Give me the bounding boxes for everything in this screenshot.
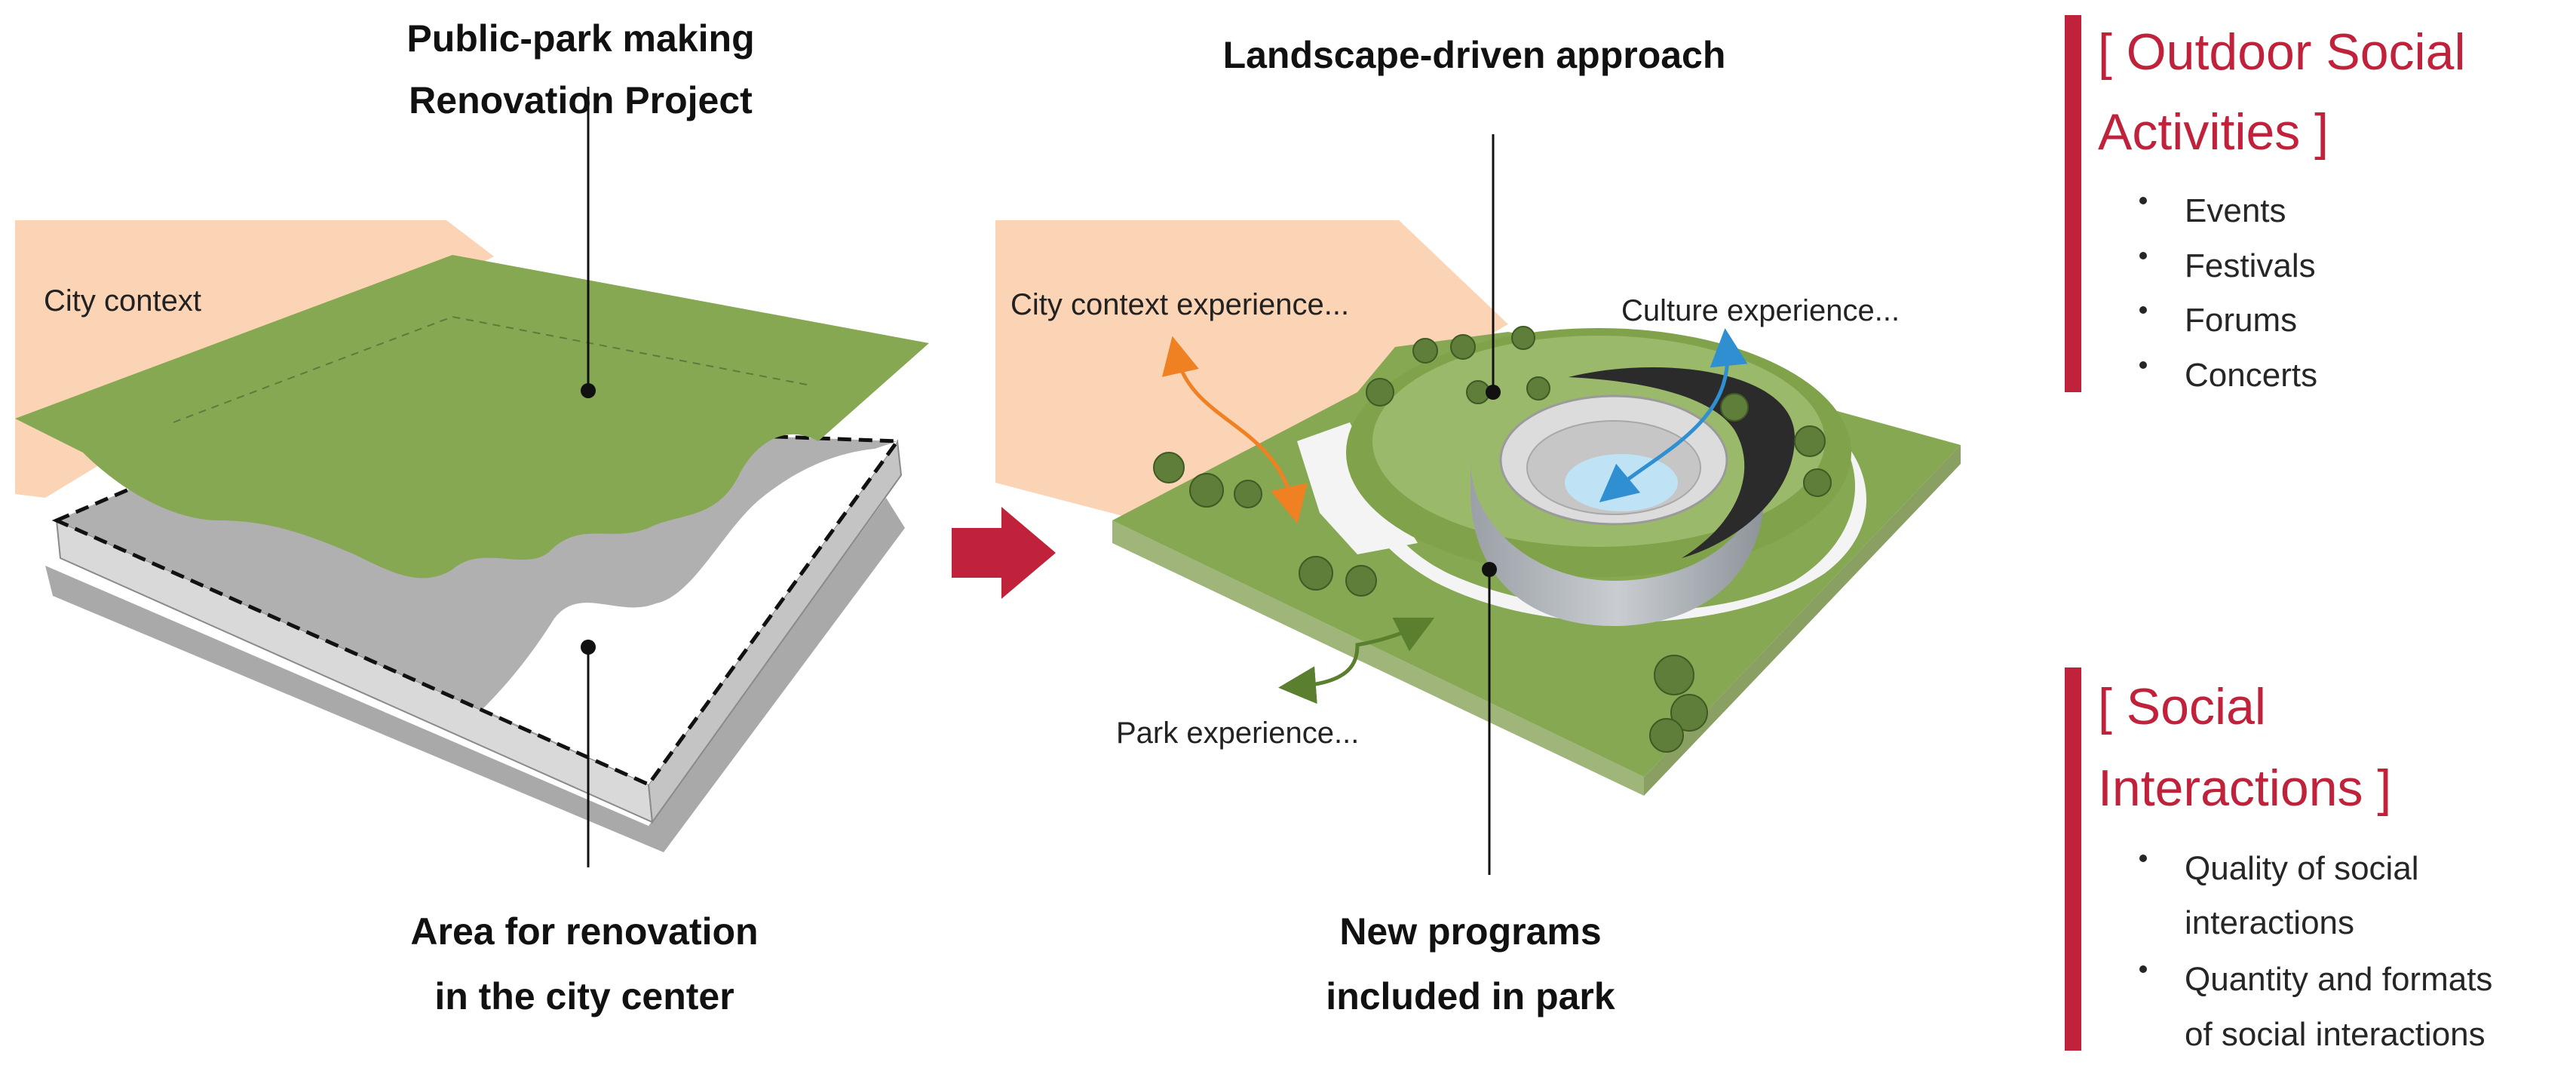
culture-experience-label: Culture experience... bbox=[1621, 294, 1900, 327]
bullet-text-line2: of social interactions bbox=[2185, 1016, 2486, 1053]
bullet-text: Festivals bbox=[2185, 247, 2316, 284]
bullet-dot-icon bbox=[2139, 197, 2147, 204]
leader-dot-approach bbox=[1486, 385, 1501, 400]
panel-title-line2: Activities ] bbox=[2098, 103, 2329, 161]
panel-accent-bar bbox=[2065, 15, 2081, 392]
left-title-line2: Renovation Project bbox=[409, 79, 753, 121]
area-label-line2: in the city center bbox=[434, 975, 734, 1017]
bullet-dot-icon bbox=[2139, 855, 2147, 862]
bullet-dot-icon bbox=[2139, 306, 2147, 314]
building-facade bbox=[1470, 460, 1765, 626]
city-context-label: City context bbox=[44, 284, 201, 318]
programs-label-line2: included in park bbox=[1326, 975, 1615, 1017]
panel-title-line2: Interactions ] bbox=[2098, 760, 2391, 817]
culture-experience-arrow bbox=[1599, 328, 1748, 502]
bullet-dot-icon bbox=[2139, 965, 2147, 973]
bullet-list: Quality of social interactions Quantity … bbox=[2139, 850, 2492, 1053]
panel-title-line1: [ Social bbox=[2098, 678, 2266, 735]
park-layer bbox=[15, 255, 929, 578]
bullet-dot-icon bbox=[2139, 361, 2147, 369]
bullet-text-line2: interactions bbox=[2185, 904, 2354, 941]
bullet-text: Events bbox=[2185, 192, 2286, 229]
panel-accent-bar bbox=[2065, 667, 2081, 1051]
right-arrow-icon bbox=[952, 507, 1056, 599]
bullet-text: Forums bbox=[2185, 302, 2297, 339]
bullet-text-line1: Quantity and formats bbox=[2185, 961, 2492, 998]
left-diagram: Public-park making Renovation Project Ci… bbox=[15, 17, 929, 1017]
panel-social-interactions: [ Social Interactions ] Quality of socia… bbox=[2065, 667, 2492, 1053]
leader-dot-programs bbox=[1482, 562, 1497, 577]
ground-slab-side-right bbox=[1644, 445, 1961, 796]
leader-dot-park bbox=[581, 383, 596, 398]
panel-title-line1: [ Outdoor Social bbox=[2098, 23, 2466, 81]
bullet-text: Concerts bbox=[2185, 357, 2317, 394]
area-label-line1: Area for renovation bbox=[410, 910, 758, 953]
city-context-experience-label: City context experience... bbox=[1010, 288, 1349, 321]
middle-diagram: Landscape-driven approach City context e… bbox=[995, 34, 1961, 1017]
middle-title: Landscape-driven approach bbox=[1223, 34, 1726, 76]
bullet-text-line1: Quality of social bbox=[2185, 850, 2419, 887]
park-layer-guide bbox=[173, 315, 808, 423]
bullet-list: Events Festivals Forums Concerts bbox=[2139, 192, 2317, 394]
bullet-dot-icon bbox=[2139, 252, 2147, 259]
leader-dot-area bbox=[581, 640, 596, 655]
park-experience-arrow bbox=[1278, 617, 1435, 704]
park-experience-label: Park experience... bbox=[1116, 717, 1359, 750]
panel-outdoor-social-activities: [ Outdoor Social Activities ] Events Fes… bbox=[2065, 15, 2466, 394]
renovation-area-void bbox=[483, 441, 897, 784]
city-experience-arrow bbox=[1162, 336, 1308, 524]
left-title-line1: Public-park making bbox=[406, 17, 754, 60]
programs-label-line1: New programs bbox=[1339, 910, 1601, 953]
